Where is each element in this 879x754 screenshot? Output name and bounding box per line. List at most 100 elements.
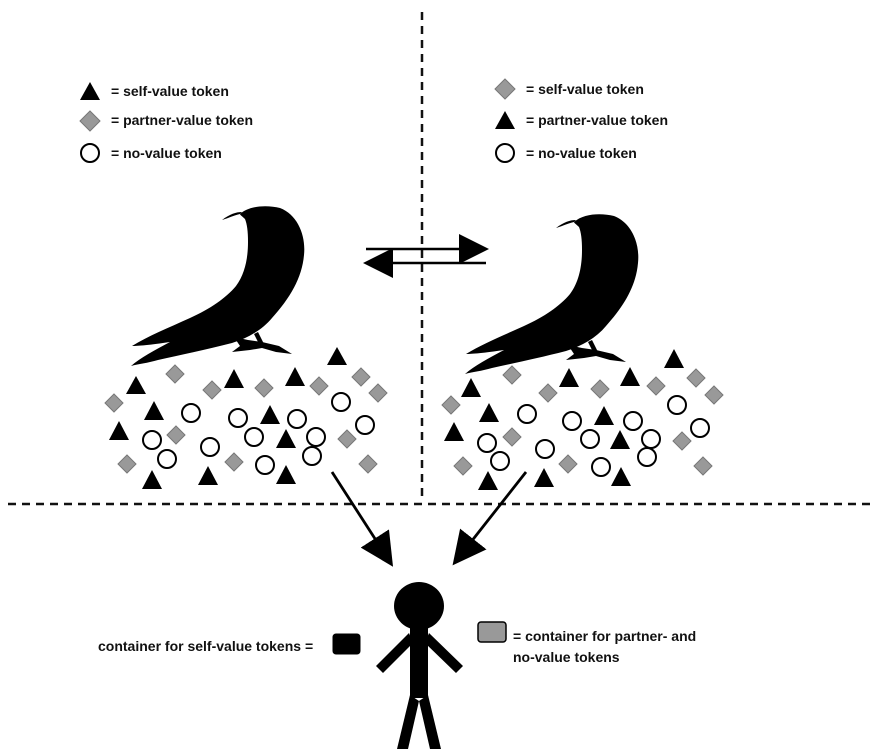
token-diamond — [502, 365, 522, 385]
token-diamond — [309, 376, 329, 396]
token-diamond — [117, 454, 137, 474]
token-diamond — [502, 427, 522, 447]
token-circle — [562, 411, 582, 431]
token-circle — [591, 457, 611, 477]
token-circle — [306, 427, 326, 447]
arrow-left-to-human — [330, 471, 394, 567]
token-circle — [690, 418, 710, 438]
token-triangle — [611, 467, 631, 486]
token-circle — [287, 409, 307, 429]
token-circle — [477, 433, 497, 453]
token-triangle — [109, 421, 129, 440]
legend-label-self: = self-value token — [526, 81, 644, 97]
legend-left: = self-value token = partner-value token… — [79, 82, 253, 163]
token-triangle — [224, 369, 244, 388]
raven-right-icon — [465, 214, 639, 374]
token-triangle — [610, 430, 630, 449]
token-diamond — [254, 378, 274, 398]
legend-label-partner: = partner-value token — [526, 112, 668, 128]
partner-container-group: = container for partner- and no-value to… — [477, 621, 696, 665]
legend-label-novalue: = no-value token — [111, 145, 222, 161]
token-diamond — [166, 425, 186, 445]
token-triangle — [198, 466, 218, 485]
self-container-box — [332, 633, 361, 655]
token-triangle — [142, 470, 162, 489]
token-triangle — [461, 378, 481, 397]
token-diamond — [358, 454, 378, 474]
token-triangle — [534, 468, 554, 487]
token-diamond — [590, 379, 610, 399]
legend-label-partner: = partner-value token — [111, 112, 253, 128]
token-circle — [331, 392, 351, 412]
token-circle — [355, 415, 375, 435]
token-triangle — [144, 401, 164, 420]
token-pile-right — [441, 349, 724, 490]
two-way-arrow-icon — [363, 234, 489, 278]
legend-left-row-3: = no-value token — [80, 143, 222, 163]
self-container-group: container for self-value tokens = — [98, 633, 361, 655]
raven-left-icon — [131, 206, 305, 366]
token-triangle — [285, 367, 305, 386]
token-triangle — [664, 349, 684, 368]
diamond-icon — [494, 78, 516, 100]
token-circle — [517, 404, 537, 424]
token-circle — [535, 439, 555, 459]
token-circle — [490, 451, 510, 471]
token-circle — [302, 446, 322, 466]
triangle-icon — [80, 82, 100, 100]
token-circle — [580, 429, 600, 449]
legend-left-row-1: = self-value token — [80, 82, 229, 100]
token-diamond — [224, 452, 244, 472]
circle-icon — [80, 143, 100, 163]
token-triangle — [327, 347, 347, 365]
token-diamond — [165, 364, 185, 384]
token-circle — [228, 408, 248, 428]
legend-label-novalue: = no-value token — [526, 145, 637, 161]
token-diamond — [351, 367, 371, 387]
legend-right-row-2: = partner-value token — [495, 111, 668, 129]
token-diamond — [202, 380, 222, 400]
token-circle — [200, 437, 220, 457]
token-diamond — [104, 393, 124, 413]
token-circle — [641, 429, 661, 449]
partner-container-label-line2: no-value tokens — [513, 649, 620, 665]
token-diamond — [558, 454, 578, 474]
token-diamond — [704, 385, 724, 405]
partner-container-box — [477, 621, 507, 643]
token-circle — [637, 447, 657, 467]
legend-right-row-3: = no-value token — [495, 143, 637, 163]
self-container-label: container for self-value tokens = — [98, 638, 313, 654]
legend-right-row-1: = self-value token — [494, 78, 644, 100]
token-diamond — [453, 456, 473, 476]
token-circle — [157, 449, 177, 469]
token-circle — [244, 427, 264, 447]
token-diamond — [686, 368, 706, 388]
token-triangle — [126, 376, 146, 394]
circle-icon — [495, 143, 515, 163]
token-circle — [667, 395, 687, 415]
arrow-right-to-human — [452, 471, 528, 566]
token-triangle — [276, 465, 296, 484]
token-diamond — [693, 456, 713, 476]
token-triangle — [478, 471, 498, 490]
token-triangle — [276, 429, 296, 448]
token-diamond — [538, 383, 558, 403]
token-diamond — [337, 429, 357, 449]
triangle-icon — [495, 111, 515, 129]
token-diamond — [368, 383, 388, 403]
token-diamond — [672, 431, 692, 451]
token-triangle — [559, 368, 579, 387]
token-circle — [623, 411, 643, 431]
legend-label-self: = self-value token — [111, 83, 229, 99]
token-triangle — [594, 406, 614, 425]
partner-container-label-line1: = container for partner- and — [513, 628, 696, 644]
token-pile-left — [104, 347, 388, 489]
legend-left-row-2: = partner-value token — [79, 110, 253, 132]
diamond-icon — [79, 110, 101, 132]
token-triangle — [444, 422, 464, 441]
token-diamond — [441, 395, 461, 415]
legend-right: = self-value token = partner-value token… — [494, 78, 668, 163]
token-triangle — [620, 367, 640, 386]
